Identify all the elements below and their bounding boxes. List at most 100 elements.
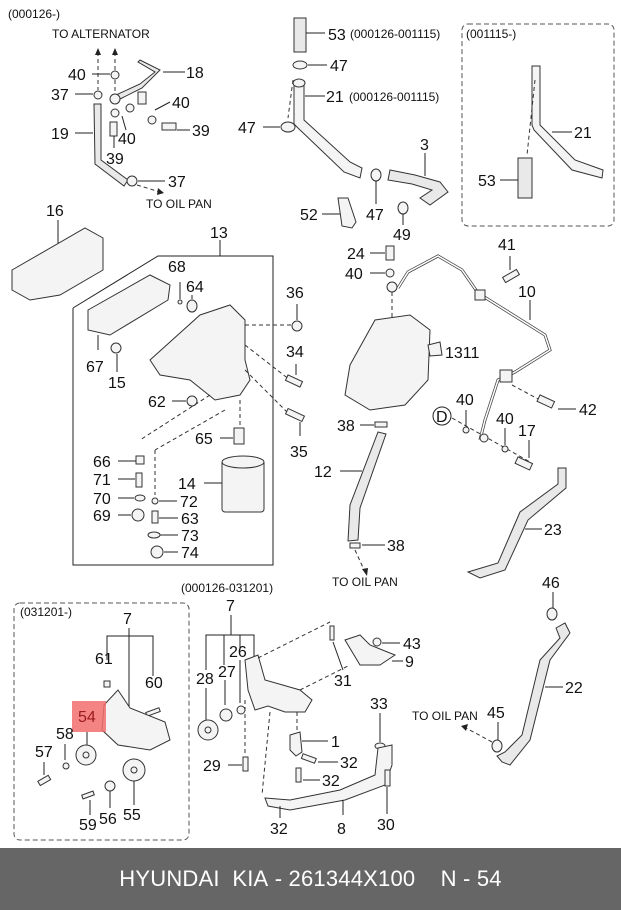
callout-40: 40 <box>172 95 190 112</box>
to-oil-pan-note-3: TO OIL PAN <box>412 709 478 723</box>
callout-17: 17 <box>518 423 536 440</box>
callout-24: 24 <box>347 246 365 263</box>
callout-39: 39 <box>192 123 210 140</box>
callout-65: 65 <box>195 431 213 448</box>
parts-diagram: (000126-) TO ALTERNATOR TO OIL PAN 40 37… <box>8 7 615 841</box>
hose-23 <box>466 467 567 579</box>
callout-9: 9 <box>405 654 414 671</box>
callout-57: 57 <box>35 744 53 761</box>
pipe-21 <box>293 83 363 179</box>
group-hose-22: 46 22 TO OIL PAN 45 <box>412 575 583 766</box>
range-note-bottom-mid: (000126-031201) <box>181 581 273 595</box>
callout-34: 34 <box>286 344 304 361</box>
callout-52: 52 <box>300 207 318 224</box>
callout-70: 70 <box>93 491 111 508</box>
range-note-bottom-left: (031201-) <box>20 605 72 619</box>
callout-21: 21 <box>574 125 592 142</box>
callout-71: 71 <box>93 472 111 489</box>
filter-housing <box>149 304 251 401</box>
to-alternator-note: TO ALTERNATOR <box>52 27 150 41</box>
oil-pipe-8 <box>264 744 393 811</box>
callout-53: 53 <box>478 173 496 190</box>
ref-number: 54 <box>476 866 502 891</box>
turbocharger <box>344 314 431 411</box>
group-water-pipe-21: 53 (000126-001115) 47 21 (000126-001115)… <box>238 17 449 244</box>
callout-73: 73 <box>181 528 199 545</box>
callout-63: 63 <box>181 511 199 528</box>
callout-31: 31 <box>334 673 352 690</box>
callout-47: 47 <box>330 58 348 75</box>
callout-53: 53 <box>328 27 346 44</box>
callout-54: 54 <box>78 709 96 726</box>
callout-59: 59 <box>79 817 97 834</box>
gasket-16: 16 <box>11 203 104 301</box>
group-031201-oil-pump: (031201-) 7 61 60 54 58 57 55 56 59 <box>13 602 190 841</box>
callout-43: 43 <box>403 636 421 653</box>
separator: - <box>268 866 289 891</box>
callout-47: 47 <box>366 207 384 224</box>
group-oil-filter-housing: 13 67 15 68 64 36 34 35 62 65 <box>72 225 308 566</box>
callout-39: 39 <box>106 151 124 168</box>
callout-27: 27 <box>218 664 236 681</box>
callout-68: 68 <box>168 259 186 276</box>
hose-53 <box>517 157 533 199</box>
oil-pump-7 <box>101 689 171 751</box>
part-number: 261344X100 <box>288 866 416 891</box>
range-note-53: (000126-001115) <box>350 27 440 41</box>
group-001115: (001115-) 21 53 <box>461 23 615 227</box>
callout-33: 33 <box>370 696 388 713</box>
hose-53 <box>293 17 307 53</box>
callout-74: 74 <box>181 545 199 562</box>
callout-38: 38 <box>387 538 405 555</box>
group-000126-031201-oil-pump: (000126-031201) 7 28 27 26 31 43 9 33 1 <box>181 581 421 838</box>
drain-hose-12 <box>347 431 387 542</box>
ref-d: D <box>436 409 448 426</box>
callout-45: 45 <box>487 705 505 722</box>
callout-60: 60 <box>145 675 163 692</box>
pipe-21 <box>531 65 604 179</box>
callout-30: 30 <box>377 817 395 834</box>
callout-32: 32 <box>322 773 340 790</box>
hose-18 <box>115 59 161 101</box>
part-reference-footer: HYUNDAI KIA - 261344X100 N - 54 <box>0 848 621 910</box>
callout-62: 62 <box>148 394 166 411</box>
callout-64: 64 <box>186 279 204 296</box>
callout-1: 1 <box>331 734 340 751</box>
callout-40: 40 <box>68 67 86 84</box>
brand-label: HYUNDAI KIA <box>119 866 269 891</box>
callout-14: 14 <box>178 476 196 493</box>
to-oil-pan-note-2: TO OIL PAN <box>332 575 398 589</box>
callout-8: 8 <box>337 821 346 838</box>
callout-29: 29 <box>203 758 221 775</box>
callout-12: 12 <box>314 464 332 481</box>
callout-35: 35 <box>290 444 308 461</box>
callout-49: 49 <box>393 227 411 244</box>
callout-40: 40 <box>345 266 363 283</box>
callout-66: 66 <box>93 454 111 471</box>
callout-46: 46 <box>542 575 560 592</box>
hose-3 <box>387 169 449 206</box>
callout-16: 16 <box>46 203 64 220</box>
callout-7: 7 <box>226 598 235 615</box>
callout-41: 41 <box>498 237 516 254</box>
to-oil-pan-note-1: TO OIL PAN <box>146 197 212 211</box>
callout-26: 26 <box>229 644 247 661</box>
callout-47: 47 <box>238 120 256 137</box>
group-turbo-oil-lines: 24 40 1311 41 10 42 D 40 40 1 <box>314 237 597 589</box>
callout-40: 40 <box>496 411 514 428</box>
group-alternator-hoses: (000126-) TO ALTERNATOR TO OIL PAN 40 37… <box>8 7 212 211</box>
callout-61: 61 <box>95 651 113 668</box>
range-note-top-left: (000126-) <box>8 7 60 21</box>
bracket-52 <box>337 197 357 229</box>
oil-cooler-67 <box>87 274 171 336</box>
callout-21: 21 <box>326 89 344 106</box>
callout-19: 19 <box>51 126 69 143</box>
oil-pump-7 <box>244 654 313 713</box>
callout-23: 23 <box>544 522 562 539</box>
oil-strainer-9 <box>344 634 397 666</box>
callout-3: 3 <box>420 137 429 154</box>
callout-38: 38 <box>337 418 355 435</box>
callout-7: 7 <box>123 611 132 628</box>
callout-37: 37 <box>168 174 186 191</box>
callout-10: 10 <box>518 284 536 301</box>
